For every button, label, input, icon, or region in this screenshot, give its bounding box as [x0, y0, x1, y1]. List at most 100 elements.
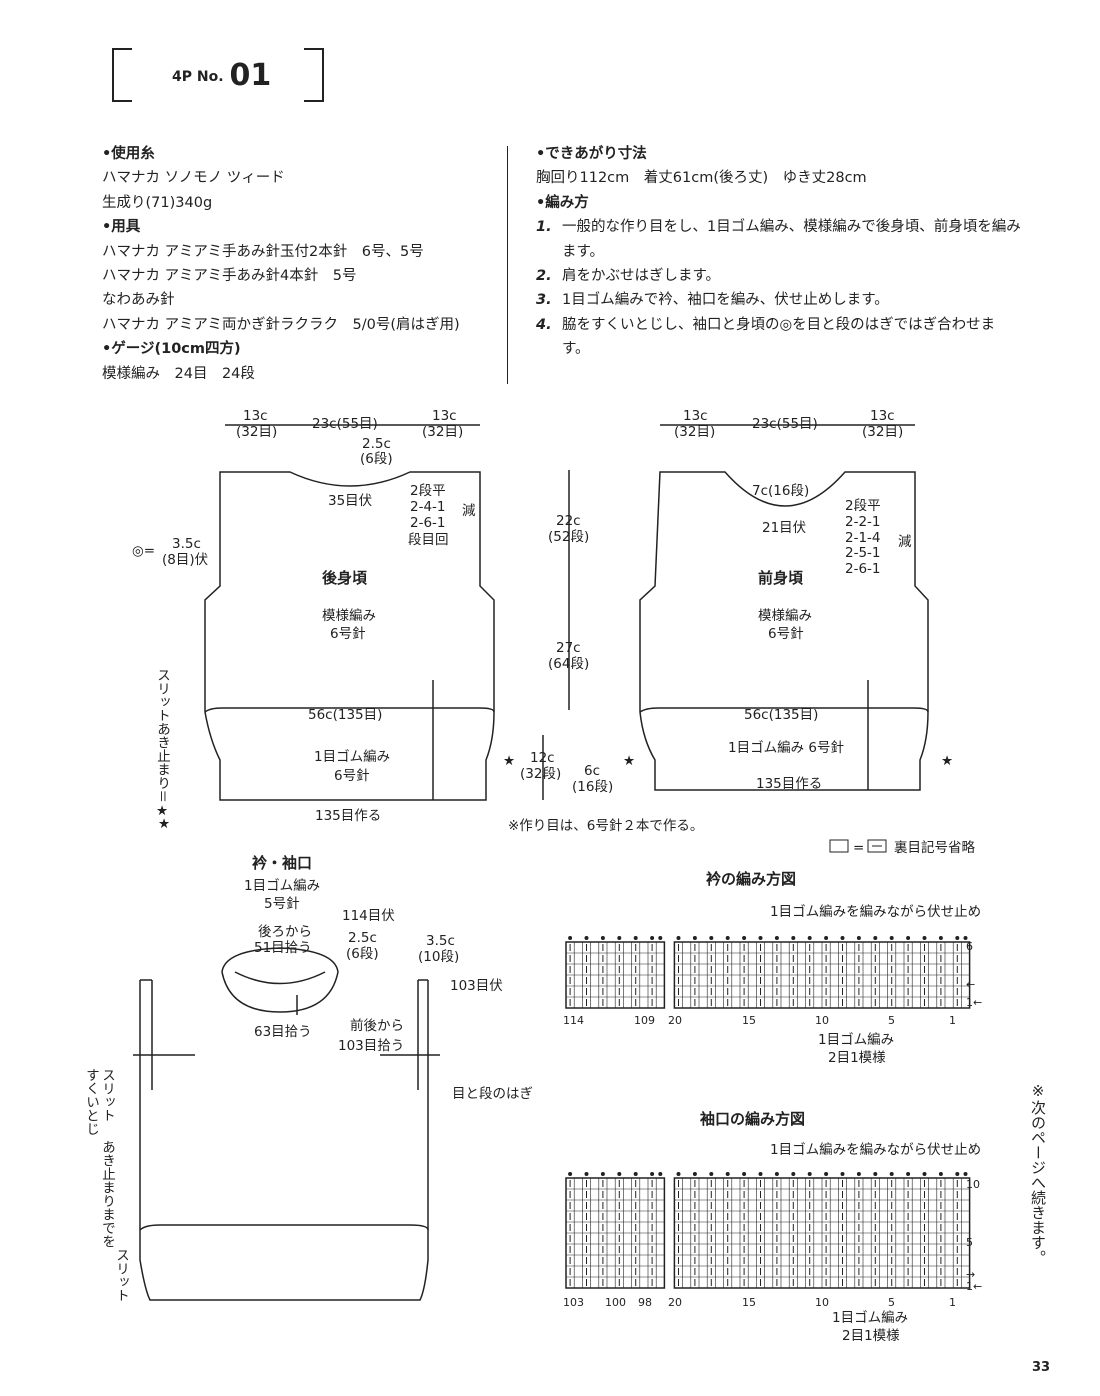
front-dim-right-st: (32目) [862, 424, 903, 440]
sleeve-col-label: 20 [668, 1296, 682, 1309]
front-rib: 1目ゴム編み 6号針 [728, 739, 844, 756]
side-seam-label-1: スリット [99, 1068, 115, 1122]
star-right: ★ [941, 753, 953, 769]
neck-col-label: 1 [949, 1014, 956, 1027]
yarn-line-1: ハマナカ ソノモノ ツィード [102, 170, 285, 187]
front-neck-bind: 21目伏 [762, 520, 807, 536]
back-dec-3: 2-6-1 [410, 515, 446, 531]
sleeve-rib-rep: 2目1模様 [842, 1328, 900, 1344]
step: 2.肩をかぶせはぎします。 [536, 268, 721, 285]
front-dec-4: 2-5-1 [845, 545, 881, 561]
star-back: ★ [503, 753, 515, 769]
back-stitch: 模様編み [322, 608, 376, 624]
sleeve-col-label: 103 [563, 1296, 584, 1309]
sleeve-depth-rows: (10段) [418, 949, 459, 965]
sleeve-row-1: 1← [966, 1280, 982, 1293]
sleeve-bind: 103目伏 [450, 978, 503, 994]
back-dim-left: 13c [243, 408, 268, 424]
front-dec-5: 2-6-1 [845, 561, 881, 577]
cast-on-note: ※作り目は、6号針２本で作る。 [508, 818, 703, 834]
back-neck-rows: (6段) [360, 451, 393, 467]
neck-band [221, 947, 339, 1013]
neck-row-arrow: ← [966, 978, 975, 991]
neck-rib-rep: 2目1模様 [828, 1050, 886, 1066]
pick-sleeve-2: 103目拾う [338, 1038, 404, 1054]
star-slit: ★ [158, 816, 170, 832]
legend-text: 裏目記号省略 [894, 839, 975, 856]
back-neck-depth: 2.5c [362, 436, 391, 452]
legend-eq: = [853, 840, 864, 856]
step: 1.一般的な作り目をし、1目ゴム編み、模様編みで後身頃、前身頃を編みます。 [536, 219, 1021, 260]
pick-back-2: 51目拾う [254, 940, 312, 956]
steps-list: 1.一般的な作り目をし、1目ゴム編み、模様編みで後身頃、前身頃を編みます。 2.… [536, 215, 1022, 361]
front-dim-left: 13c [683, 408, 708, 424]
sleeve-chart-title: 袖口の編み方図 [700, 1110, 805, 1128]
middle-labels: 22c (52段) 27c (64段) 12c (32段) 6c (16段) ※… [508, 513, 703, 834]
armhole-st: (8目)伏 [162, 552, 209, 568]
tools-line-3: なわあみ針 [102, 292, 175, 309]
front-body-outline [639, 471, 929, 791]
page-number: 33 [1032, 1360, 1051, 1375]
pick-back-1: 後ろから [258, 924, 312, 940]
back-body-outline [204, 471, 495, 801]
sleeve-col-label: 15 [742, 1296, 756, 1309]
method-heading: •編み方 [536, 194, 589, 211]
pick-sleeve-1: 前後から [350, 1017, 404, 1034]
materials-column: •使用糸 ハマナカ ソノモノ ツィード 生成り(71)340g •用具 ハマナカ… [102, 142, 460, 386]
lower-length: 27c [556, 640, 581, 656]
upper-rows: (52段) [548, 529, 589, 545]
back-rib: 1目ゴム編み [314, 748, 390, 765]
rib-front-length: 6c [584, 763, 600, 779]
collar-depth-rows: (6段) [346, 946, 379, 962]
star-left: ★ [623, 753, 635, 769]
back-dim-left-st: (32目) [236, 424, 277, 440]
front-cast-on: 135目作る [756, 776, 822, 792]
slit-label: スリット [113, 1248, 129, 1302]
tools-line-2: ハマナカ アミアミ手あみ針4本針 5号 [102, 268, 357, 285]
front-dec-3: 2-1-4 [845, 530, 881, 546]
sleeve-col-label: 98 [638, 1296, 652, 1309]
back-dec-label: 減 [462, 502, 476, 519]
sleeve-row-arrow: → [966, 1268, 975, 1281]
column-divider [507, 146, 508, 384]
step: 3.1目ゴム編みで衿、袖口を編み、伏せ止めします。 [536, 292, 889, 309]
neck-col-label: 114 [563, 1014, 584, 1027]
rib-back-length: 12c [530, 750, 555, 766]
yarn-line-2: 生成り(71)340g [102, 194, 213, 211]
sleeve-chart-note: 1目ゴム編みを編みながら伏せ止め [770, 1141, 981, 1158]
back-needle: 6号針 [330, 626, 366, 642]
legend-box-1 [829, 839, 849, 853]
back-labels: 13c (32目) 23c(55目) 13c (32目) 2.5c (6段) 3… [132, 408, 476, 824]
front-neck-depth: 7c(16段) [752, 483, 809, 499]
gauge-line: 模様編み 24目 24段 [102, 365, 255, 382]
sizes-heading: •できあがり寸法 [536, 146, 647, 162]
sizes-line: 胸回り112cm 着丈61cm(後ろ丈) ゆき丈28cm [536, 170, 867, 187]
front-dim-center: 23c(55目) [752, 416, 818, 432]
collar-title: 衿・袖口 [252, 854, 312, 872]
front-rib-line [639, 707, 929, 713]
tools-heading: •用具 [102, 219, 141, 236]
back-dec-4: 段目回 [408, 532, 449, 548]
sleeve-row-label: 10 [966, 1178, 980, 1191]
pick-front: 63目拾う [254, 1024, 312, 1040]
neck-chart-title: 衿の編み方図 [706, 870, 796, 888]
armhole-size: 3.5c [172, 536, 201, 552]
front-dec-1: 2段平 [845, 498, 881, 514]
neck-col-label: 109 [634, 1014, 655, 1027]
rib-back-rows: (32段) [520, 766, 561, 782]
neck-col-label: 5 [888, 1014, 895, 1027]
header-frame [112, 48, 324, 102]
back-title: 後身頃 [321, 569, 368, 587]
back-rib-needle: 6号針 [334, 768, 370, 784]
neck-col-label: 10 [815, 1014, 829, 1027]
legend-box-2 [867, 839, 887, 853]
front-needle: 6号針 [768, 626, 804, 642]
tools-line-4: ハマナカ アミアミ両かぎ針ラクラク 5/0号(肩はぎ用) [102, 316, 460, 333]
sleeve-col-label: 5 [888, 1296, 895, 1309]
armhole-mark: ◎= [132, 543, 155, 559]
step: 4.脇をすくいとじし、袖口と身頃の◎を目と段のはぎではぎ合わせます。 [536, 316, 996, 358]
upper-length: 22c [556, 513, 581, 529]
yarn-heading: •使用糸 [102, 146, 155, 162]
collar-needle: 5号針 [264, 896, 300, 912]
